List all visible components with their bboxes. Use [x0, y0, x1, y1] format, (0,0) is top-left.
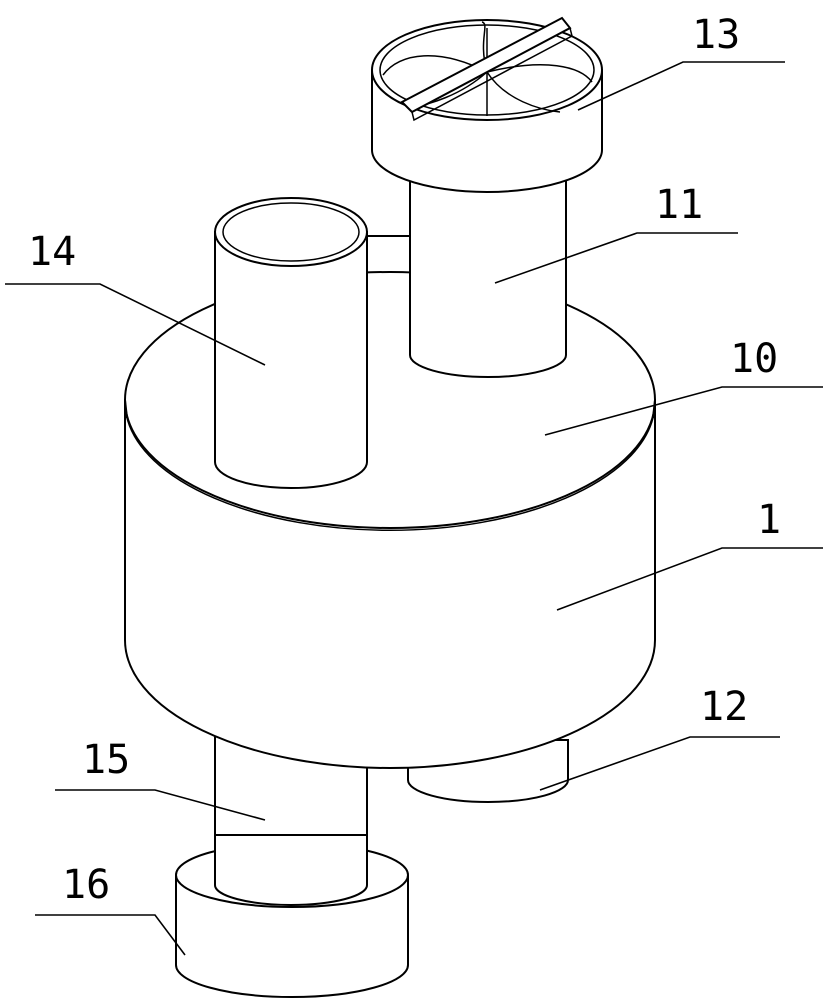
label-15: 15 [82, 737, 130, 783]
label-11: 11 [655, 182, 703, 228]
leader-lines [5, 61, 823, 956]
leader-16 [35, 914, 186, 956]
leader-10 [544, 386, 823, 436]
label-13: 13 [692, 12, 740, 58]
label-12: 12 [700, 684, 748, 730]
reference-numerals: 13 11 14 10 1 12 15 16 [28, 12, 781, 908]
label-16: 16 [62, 862, 110, 908]
base-flange-16 [175, 834, 409, 998]
leader-13 [577, 61, 785, 111]
fan-pipe-11 [366, 159, 567, 378]
leader-14 [5, 283, 266, 366]
leader-15 [55, 789, 266, 821]
leader-12 [539, 736, 780, 791]
label-1: 1 [757, 497, 781, 543]
fan-housing-13 [371, 16, 603, 193]
label-14: 14 [28, 229, 76, 275]
label-10: 10 [730, 336, 778, 382]
top-cover-10 [124, 271, 656, 532]
leader-11 [494, 232, 738, 284]
leader-1 [556, 547, 823, 611]
inlet-pipe-14 [214, 197, 368, 489]
